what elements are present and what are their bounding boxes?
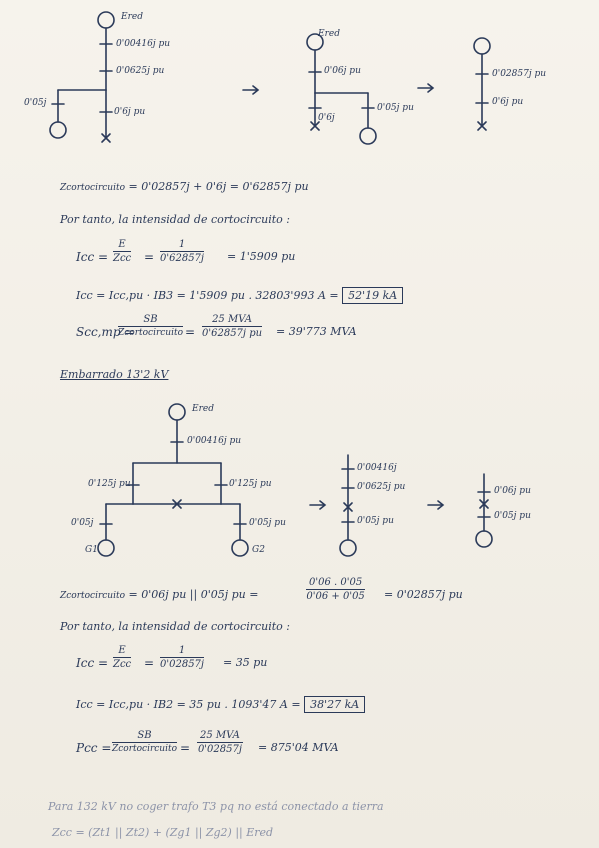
s2d2-z1: 0'00416j xyxy=(357,463,397,473)
s2d1-gr-z: 0'05j pu xyxy=(249,518,286,528)
s1-scc-lhs: Scc,mp = xyxy=(76,325,135,339)
equals: = xyxy=(144,656,155,670)
s2-pcc-lhs: Pcc = xyxy=(76,741,112,755)
equals: = xyxy=(185,325,196,339)
s2-icc-result-box: 38'27 kA xyxy=(304,696,366,713)
arrow-1 xyxy=(242,85,260,95)
s2d3-z2: 0'05j pu xyxy=(494,511,531,521)
s2d2-z2: 0'0625j pu xyxy=(357,482,406,492)
footer-line-2: Zcc = (Zt1 || Zt2) + (Zg1 || Zg2) || Ere… xyxy=(52,826,274,839)
s2-intro: Por tanto, la intensidad de cortocircuit… xyxy=(60,620,291,633)
s2-icc2: Icc = Icc,pu · IB2 = 35 pu . 1093'47 A =… xyxy=(76,696,366,713)
equals: = xyxy=(180,741,191,755)
arrow-4 xyxy=(427,500,445,510)
s1-icc1-res: = 1'5909 pu xyxy=(227,250,296,263)
s2d1-ered: Ered xyxy=(192,404,214,414)
footer-line-1: Para 132 kV no coger trafo T3 pq no está… xyxy=(48,800,384,813)
arrow-2 xyxy=(417,83,435,93)
s2-icc1-res: = 35 pu xyxy=(223,656,268,669)
diagram-2-2 xyxy=(339,454,357,557)
d1-zr: 0'6j pu xyxy=(114,107,146,117)
d1-z2: 0'0625j pu xyxy=(116,66,165,76)
d3-z2: 0'6j pu xyxy=(492,97,524,107)
s2d3-z1: 0'06j pu xyxy=(494,486,531,496)
s1-zeq: Zcortocircuito = 0'02857j + 0'6j = 0'628… xyxy=(60,180,309,193)
diagram-2-3 xyxy=(475,473,493,548)
s2-icc1-lhs: Icc = xyxy=(76,656,109,670)
d2-ered: Ered xyxy=(318,29,340,39)
diagram-1-2 xyxy=(306,33,377,145)
diagram-1-1 xyxy=(49,11,115,143)
s2d1-zr: 0'125j pu xyxy=(229,479,272,489)
s2-heading: Embarrado 13'2 kV xyxy=(60,368,169,381)
s1-icc-result-box: 52'19 kA xyxy=(342,287,404,304)
arrow-3 xyxy=(309,500,327,510)
d2-zr: 0'05j pu xyxy=(377,103,414,113)
s2-pcc-res: = 875'04 MVA xyxy=(258,741,339,754)
s2d1-gl-z: 0'05j xyxy=(71,518,94,528)
d2-z1: 0'06j pu xyxy=(324,66,361,76)
d1-z1: 0'00416j pu xyxy=(116,39,171,49)
s2-zeq-res: = 0'02857j pu xyxy=(384,588,463,601)
diagram-2-1 xyxy=(97,403,249,557)
s2d1-g1: G1 xyxy=(85,545,98,555)
s2-zeq: Zcortocircuito = 0'06j pu || 0'05j pu = xyxy=(60,588,259,601)
s2d1-g2: G2 xyxy=(252,545,265,555)
s1-icc1-lhs: Icc = xyxy=(76,250,109,264)
d1-ered: Ered xyxy=(121,12,143,22)
equals: = xyxy=(144,250,155,264)
d2-zl: 0'6j xyxy=(318,113,335,123)
s1-icc2: Icc = Icc,pu · IB3 = 1'5909 pu . 32803'9… xyxy=(76,287,404,304)
s2d2-z3: 0'05j pu xyxy=(357,516,394,526)
s1-intro: Por tanto, la intensidad de cortocircuit… xyxy=(60,213,291,226)
s1-scc-res: = 39'773 MVA xyxy=(276,325,357,338)
d3-z1: 0'02857j pu xyxy=(492,69,547,79)
diagram-1-3 xyxy=(473,37,491,131)
d1-zl: 0'05j xyxy=(24,98,47,108)
s2d1-z1: 0'00416j pu xyxy=(187,436,242,446)
s2d1-zl: 0'125j pu xyxy=(88,479,131,489)
